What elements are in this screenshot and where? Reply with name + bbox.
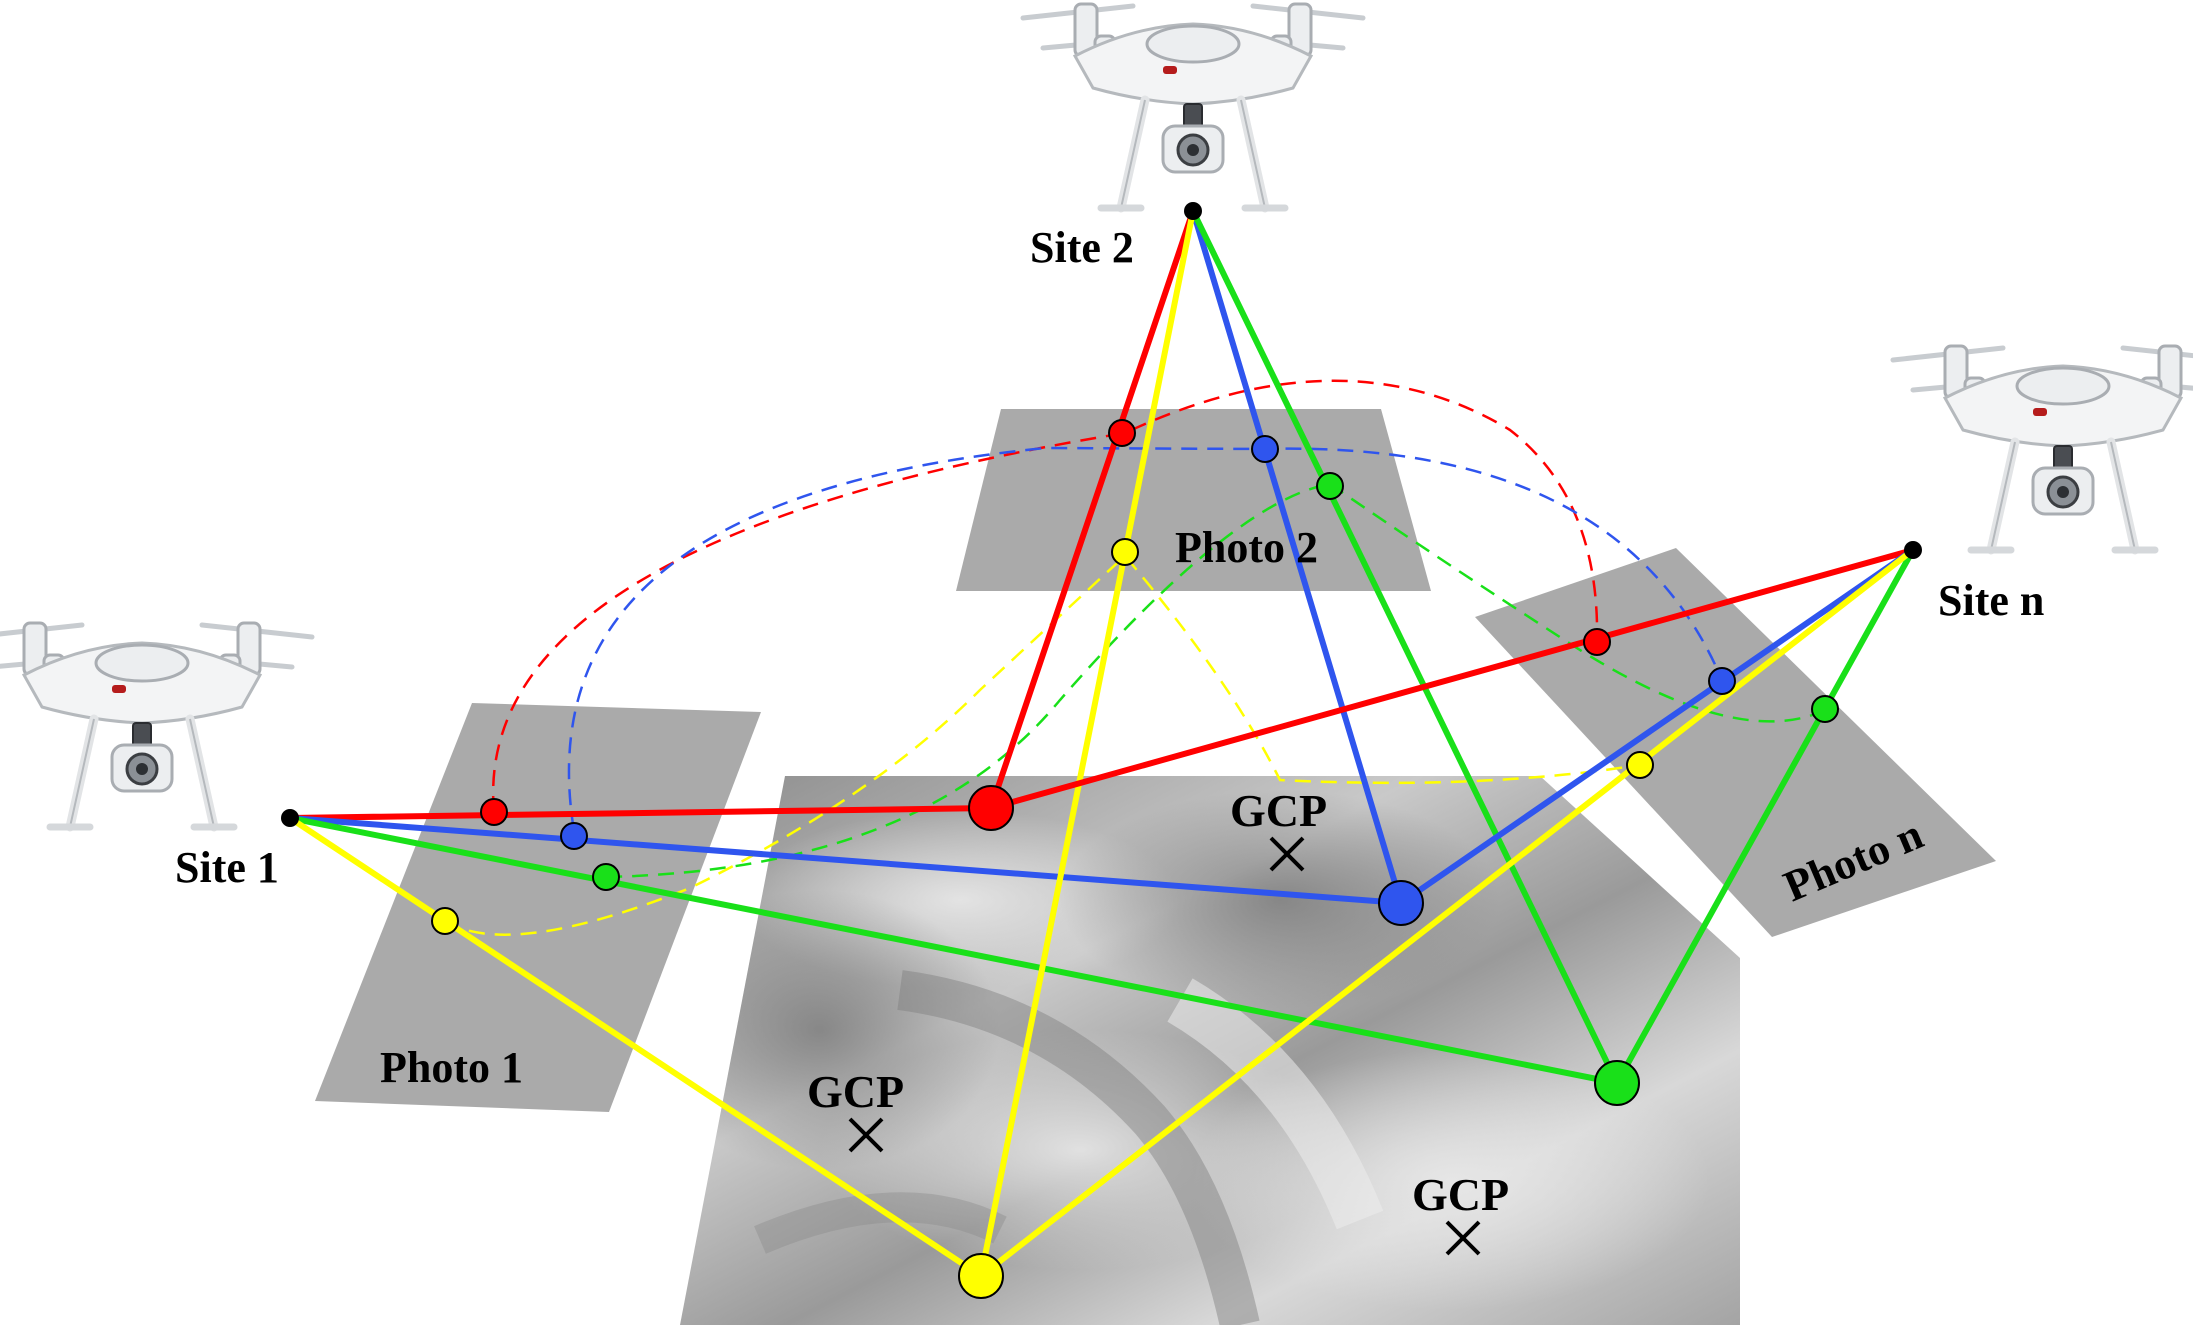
photo-2-yellow-point (1111, 538, 1139, 566)
site-2-camera-point (1184, 202, 1202, 220)
photo-1-blue-point (560, 822, 588, 850)
blue-ray-s2 (1190, 208, 1404, 906)
green-ray-s2 (1190, 208, 1620, 1086)
photo-n-yellow-point (1626, 751, 1654, 779)
green-ray-s1 (287, 815, 1620, 1086)
ground-green-point (1594, 1060, 1640, 1106)
photo-n-green-point (1811, 695, 1839, 723)
site-1-drone-icon (0, 623, 312, 827)
green-ray-sn (1614, 547, 1916, 1086)
photo-n-red-point (1583, 628, 1611, 656)
correspondence-curves (444, 379, 1826, 936)
site-n-drone-icon (1893, 346, 2193, 550)
yellow-ray-s2 (978, 208, 1196, 1279)
photo-1-yellow-point (431, 907, 459, 935)
site-2-drone-icon (1023, 4, 1363, 208)
yellow-correspondence-curve (444, 554, 1641, 936)
ground-yellow-point (958, 1253, 1004, 1299)
red-ray-s1 (287, 805, 994, 821)
gcp-3-label: GCP (1412, 1169, 1509, 1220)
site-n-label: Site n (1938, 576, 2044, 625)
photo-2-label: Photo 2 (1175, 523, 1318, 572)
yellow-ray-sn (978, 547, 1916, 1279)
photo-1-red-point (480, 798, 508, 826)
gcp-2-label: GCP (807, 1066, 904, 1117)
blue-ray-sn (1398, 547, 1916, 906)
blue-correspondence-curve (567, 446, 1724, 832)
red-ray-s2 (988, 208, 1196, 811)
photo-n-blue-point (1708, 667, 1736, 695)
photo-2-green-point (1316, 472, 1344, 500)
ground-red-point (968, 785, 1014, 831)
photo-1-green-point (592, 863, 620, 891)
ray-lines (287, 208, 1916, 1279)
green-correspondence-curve (605, 482, 1826, 879)
site-n-camera-point (1904, 541, 1922, 559)
gcp-1-label: GCP (1230, 785, 1327, 836)
blue-ray-s1 (287, 815, 1404, 906)
photo-2-blue-point (1251, 435, 1279, 463)
photo-2-red-point (1108, 419, 1136, 447)
ray-markers (431, 419, 1839, 1299)
photo-1-plane (315, 703, 761, 1112)
yellow-ray-s1 (287, 815, 984, 1279)
site-1-label: Site 1 (175, 843, 279, 892)
terrain-surface (680, 776, 1740, 1325)
site-2-label: Site 2 (1030, 223, 1134, 272)
ground-blue-point (1378, 880, 1424, 926)
red-ray-sn (988, 547, 1916, 811)
site-1-camera-point (281, 809, 299, 827)
photo-1-label: Photo 1 (380, 1043, 523, 1092)
